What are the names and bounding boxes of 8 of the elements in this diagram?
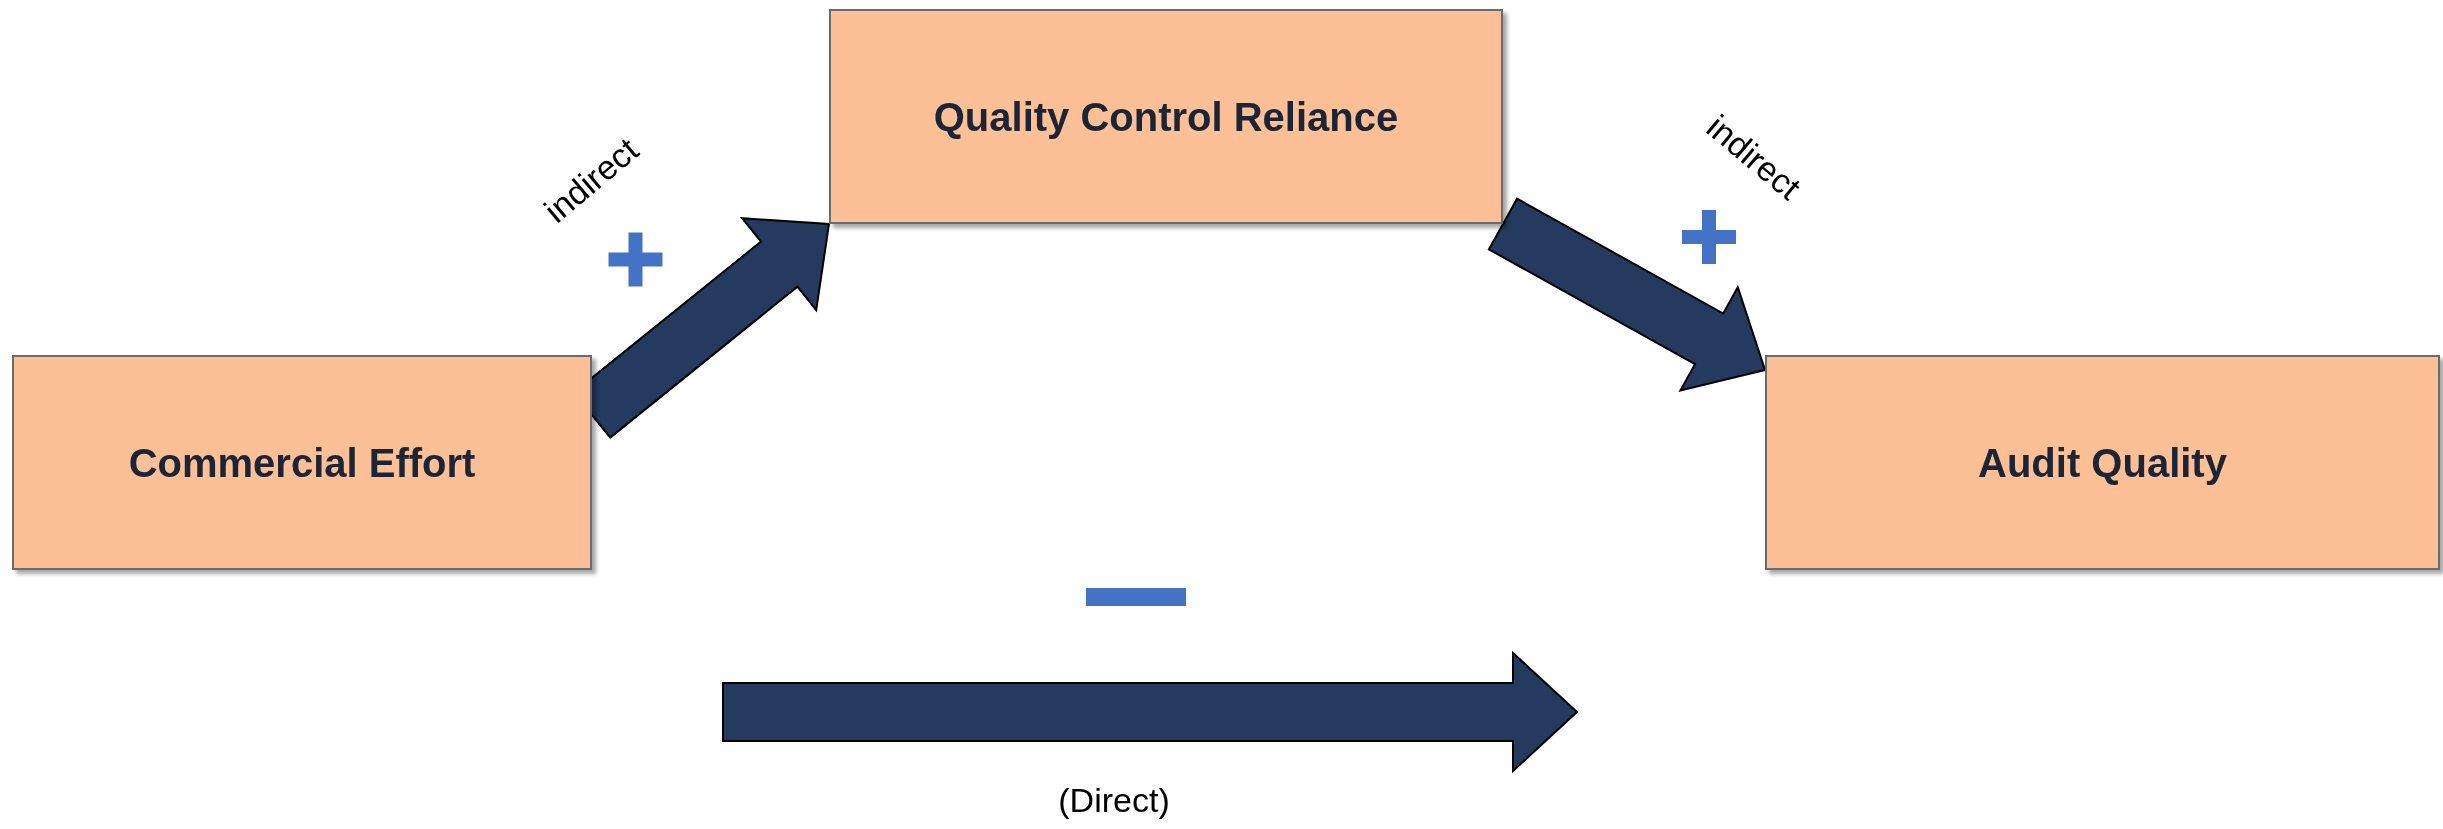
node-label: Commercial Effort: [128, 439, 476, 487]
process-box: [12, 355, 592, 570]
block-arrow: [1487, 197, 1767, 392]
node-label: Audit Quality: [1978, 439, 2227, 487]
process-box: [829, 9, 1503, 224]
process-box: [1765, 355, 2440, 570]
node-label: Quality Control Reliance: [933, 93, 1399, 141]
block-arrow: [722, 650, 1579, 774]
